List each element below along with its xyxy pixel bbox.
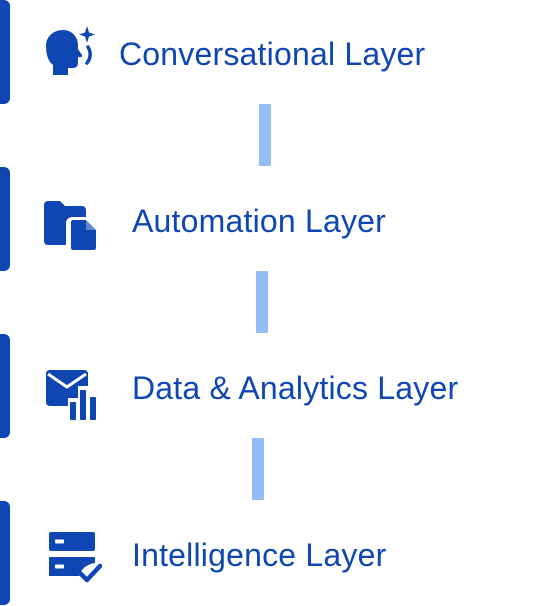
layer-intelligence: Intelligence Layer — [0, 501, 551, 605]
layer-data-analytics: Data & Analytics Layer — [0, 334, 551, 438]
layer-label: Intelligence Layer — [132, 537, 387, 573]
connector-line — [252, 438, 264, 500]
layer-label: Data & Analytics Layer — [132, 370, 459, 406]
layer-automation: Automation Layer — [0, 167, 551, 271]
layer-accent-bar — [0, 167, 10, 271]
folder-document-icon — [42, 197, 98, 253]
layer-accent-bar — [0, 501, 10, 605]
head-sparkle-icon — [40, 24, 96, 80]
server-check-icon — [46, 529, 102, 585]
connector-line — [259, 104, 271, 166]
layer-accent-bar — [0, 334, 10, 438]
connector-line — [256, 271, 268, 333]
layer-label: Automation Layer — [132, 203, 387, 239]
layer-label: Conversational Layer — [119, 36, 426, 72]
layer-accent-bar — [0, 0, 10, 104]
layer-conversational: Conversational Layer — [0, 0, 551, 104]
mail-chart-icon — [44, 368, 100, 424]
